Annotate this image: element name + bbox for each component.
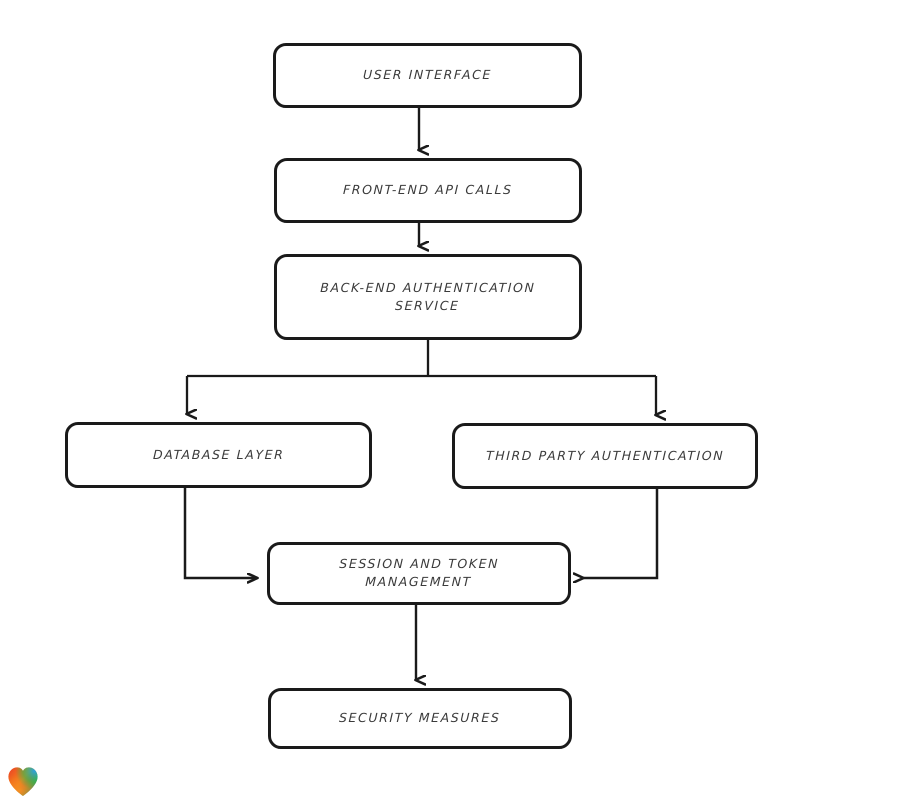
node-label: Back-End Authentication Service	[320, 279, 537, 313]
node-label: Session and Token Management	[339, 556, 500, 590]
heart-icon	[8, 767, 38, 797]
node-session-and-token-management[interactable]: Session and Token Management	[267, 542, 571, 605]
node-label: Third Party Authentication	[485, 447, 725, 463]
node-security-measures[interactable]: Security Measures	[268, 688, 572, 749]
node-database-layer[interactable]: Database Layer	[65, 422, 372, 488]
node-label: Security Measures	[339, 710, 501, 726]
node-user-interface[interactable]: User Interface	[273, 43, 582, 108]
node-label: Front-End API Calls	[342, 182, 514, 198]
edge-database-to-session	[183, 488, 257, 578]
node-label: Database Layer	[152, 446, 285, 462]
node-label: User Interface	[362, 67, 493, 83]
node-third-party-authentication[interactable]: Third Party Authentication	[452, 423, 758, 489]
node-frontend-api-calls[interactable]: Front-End API Calls	[274, 158, 582, 223]
edge-thirdparty-to-session	[583, 489, 659, 578]
node-backend-authentication-service[interactable]: Back-End Authentication Service	[274, 254, 582, 340]
